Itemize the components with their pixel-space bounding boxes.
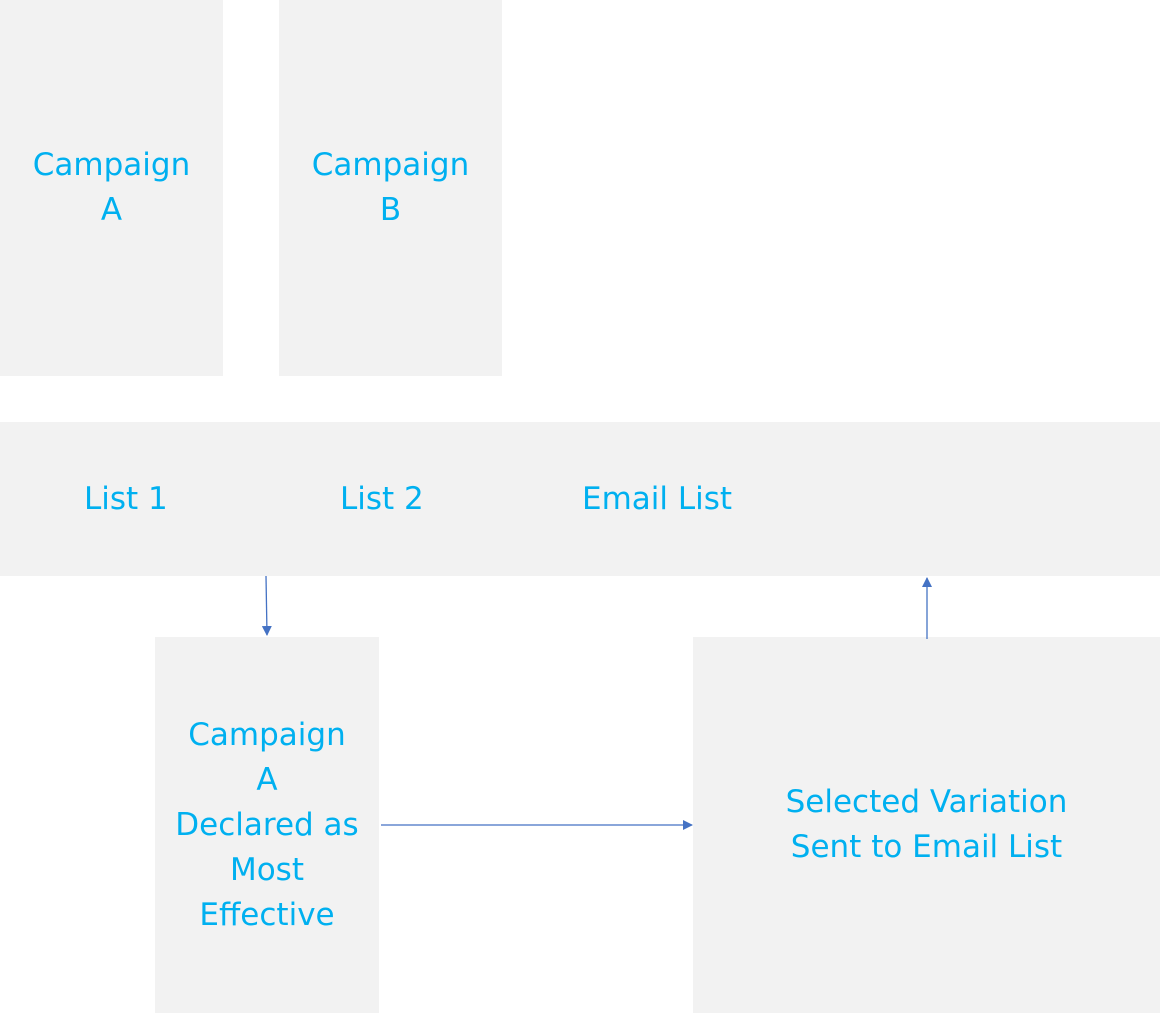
arrow-lists-to-declared [261, 575, 272, 636]
campaign-a-declared-box: Campaign A Declared as Most Effective [155, 637, 379, 1013]
selected-variation-box: Selected Variation Sent to Email List [693, 637, 1160, 1013]
list-1-label: List 1 [84, 481, 168, 517]
campaign-b-box: Campaign B [279, 0, 502, 376]
campaign-a-label: Campaign A [32, 147, 191, 228]
lists-band [0, 422, 1160, 576]
campaign-b-label: Campaign B [311, 147, 470, 228]
campaign-a-declared-label: Campaign A Declared as Most Effective [175, 716, 359, 933]
campaign-a-box: Campaign A [0, 0, 223, 376]
list-2-label: List 2 [340, 481, 424, 517]
selected-variation-label: Selected Variation Sent to Email List [785, 784, 1068, 865]
email-list-label: Email List [582, 481, 733, 517]
